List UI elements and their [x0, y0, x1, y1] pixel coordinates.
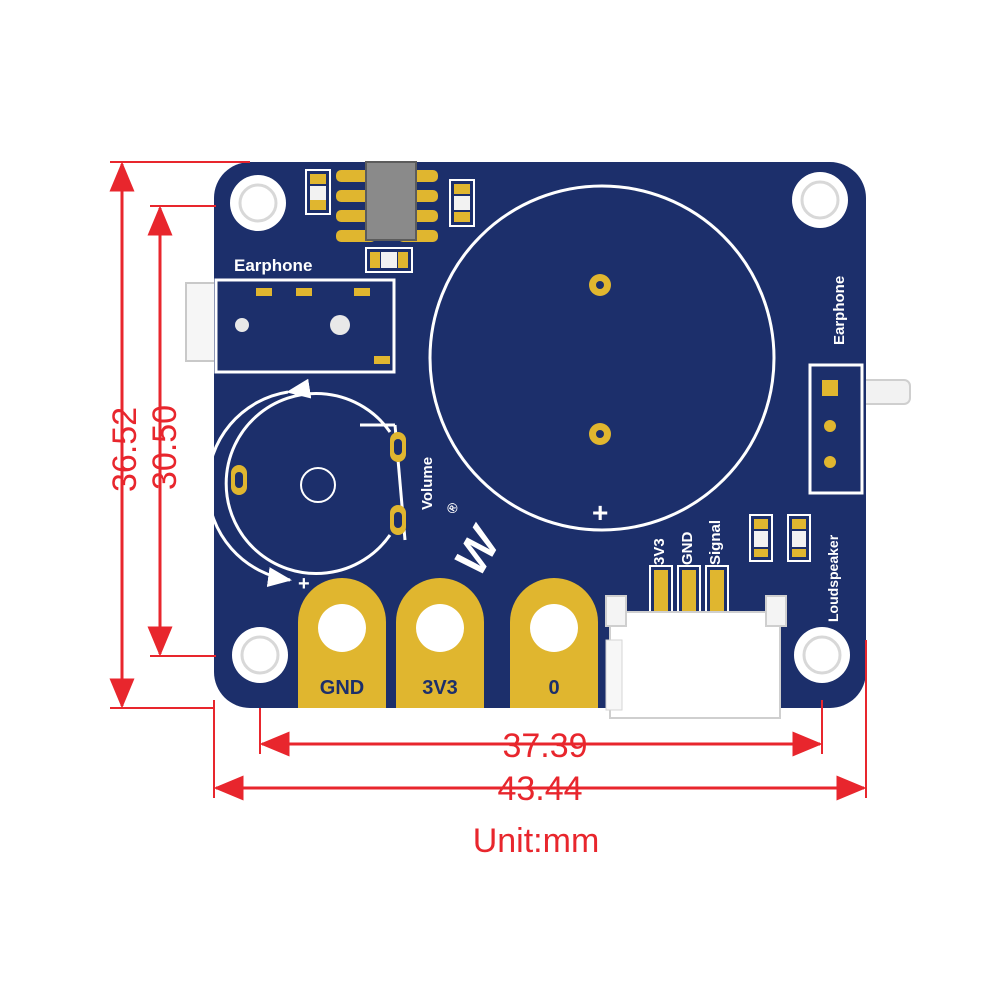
- smd-parts-right: [749, 514, 811, 562]
- header-pin-label-3v3: 3V3: [651, 538, 668, 565]
- earphone-jack-plug: [185, 282, 219, 362]
- smd-capacitor-right: [449, 179, 475, 227]
- edge-pad-0-label: 0: [548, 677, 559, 699]
- output-select-switch: [808, 363, 864, 495]
- edge-pad-0: [510, 578, 598, 708]
- header-pin-label-gnd: GND: [679, 532, 696, 566]
- loudspeaker-label: Loudspeaker: [825, 534, 841, 622]
- amplifier-chip: [336, 161, 438, 242]
- volume-minus-label: -: [298, 378, 305, 400]
- dim-width-inner: 37.39: [502, 727, 587, 765]
- earphone-label-top: Earphone: [234, 256, 312, 275]
- smd-resistor-bottom: [365, 247, 413, 273]
- volume-arrow-arc: [206, 378, 312, 587]
- bottom-connector: [605, 595, 787, 719]
- mounting-hole-bottom-right: [794, 627, 850, 683]
- header-pins: [649, 565, 729, 619]
- mounting-hole-bottom-left: [232, 627, 288, 683]
- header-pin-label-signal: Signal: [707, 520, 724, 565]
- unit-label: Unit:mm: [473, 822, 600, 860]
- volume-potentiometer: [224, 392, 407, 575]
- edge-pad-gnd-label: GND: [320, 677, 364, 699]
- earphone-label-right: Earphone: [831, 276, 848, 345]
- speaker-footprint: [428, 184, 776, 532]
- speaker-plus-label: +: [592, 497, 608, 528]
- right-connector-pin: [859, 379, 911, 405]
- mounting-hole-top-right: [792, 172, 848, 228]
- edge-pad-3v3: [396, 578, 484, 708]
- mounting-hole-top-left: [230, 175, 286, 231]
- dim-height-outer: 36.52: [106, 407, 144, 492]
- earphone-jack: [214, 278, 396, 374]
- dim-width-outer: 43.44: [497, 770, 582, 808]
- volume-plus-label: +: [298, 573, 310, 595]
- pcb-board: [214, 162, 866, 708]
- dim-height-inner: 30.50: [146, 405, 184, 490]
- edge-pad-3v3-label: 3V3: [422, 677, 458, 699]
- smd-capacitor-left: [305, 169, 331, 215]
- volume-label: Volume: [419, 457, 436, 510]
- edge-pad-gnd: [298, 578, 386, 708]
